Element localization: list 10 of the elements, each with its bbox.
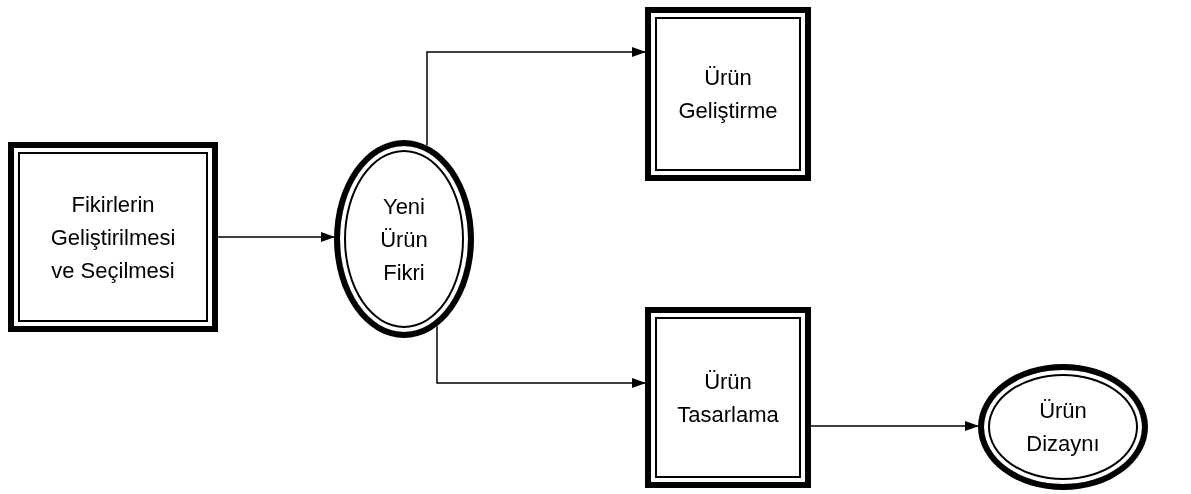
arrow	[810, 421, 979, 431]
node-label: Ürün Dizaynı	[1025, 397, 1101, 458]
process-box	[645, 7, 811, 181]
node-label: Fikirlerin Geliştirilmesi ve Seçilmesi	[49, 190, 177, 285]
node-label: Yeni Ürün Fikri	[379, 192, 429, 287]
process-box	[8, 142, 218, 332]
arrow	[217, 232, 335, 242]
node-label: Ürün Tasarlama	[676, 367, 780, 429]
node-label: Ürün Geliştirme	[677, 64, 779, 125]
process-box	[645, 307, 811, 488]
